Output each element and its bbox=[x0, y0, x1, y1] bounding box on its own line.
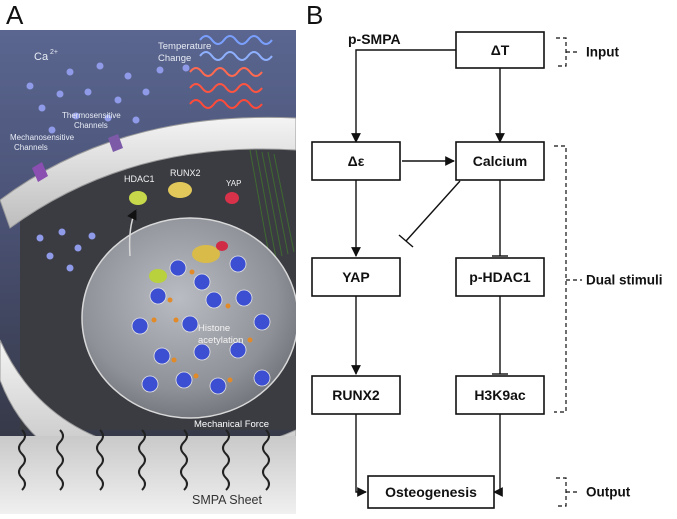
yap-nuclear-icon bbox=[216, 241, 228, 251]
chromatin bbox=[131, 255, 271, 395]
hdac1-protein-icon bbox=[129, 191, 147, 205]
node-phdac1-label: p-HDAC1 bbox=[469, 269, 531, 285]
node-runx2: RUNX2 bbox=[311, 375, 401, 415]
panel-b-letter: B bbox=[306, 0, 323, 30]
node-yap-label: YAP bbox=[342, 269, 370, 285]
acetyl-groups bbox=[151, 269, 253, 383]
ca-label: Ca bbox=[34, 51, 49, 63]
edge-h3k9ac-osteo bbox=[493, 414, 503, 497]
bracket-input-label: Input bbox=[586, 45, 619, 60]
temperature-label-line2: Change bbox=[158, 53, 191, 64]
node-dt: ΔT bbox=[455, 31, 545, 69]
bracket-input: Input bbox=[556, 37, 619, 67]
edge-runx2-osteo bbox=[355, 414, 367, 497]
mechano-label-line2: Channels bbox=[14, 143, 48, 152]
calcium-ions bbox=[26, 62, 190, 272]
runx2-nuclear-icon bbox=[192, 245, 220, 263]
smpa-sheet-label: SMPA Sheet bbox=[192, 493, 262, 507]
membrane-channel-right bbox=[108, 134, 123, 152]
nuclear-import-arrow bbox=[127, 209, 137, 257]
node-yap: YAP bbox=[311, 257, 401, 297]
bracket-output-label: Output bbox=[586, 485, 631, 500]
spring-icons bbox=[18, 429, 270, 491]
membrane-channel-left bbox=[32, 162, 48, 182]
thermo-label-line2: Channels bbox=[74, 121, 108, 130]
node-deps: Δε bbox=[311, 141, 401, 181]
bracket-output: Output bbox=[556, 477, 631, 507]
histone-label-line2: acetylation bbox=[198, 335, 243, 346]
cytoskeleton-fibres bbox=[249, 149, 295, 261]
node-calcium: Calcium bbox=[455, 141, 545, 181]
flowchart-edges bbox=[351, 49, 508, 497]
edge-calcium-yap-inhibit bbox=[405, 180, 461, 242]
temperature-label-line1: Temperature bbox=[158, 41, 211, 52]
smpa-sheet bbox=[0, 436, 296, 514]
thermo-label-line1: Thermosensitive bbox=[62, 111, 121, 120]
runx2-label: RUNX2 bbox=[170, 168, 201, 178]
edge-psmpa-deps bbox=[351, 49, 456, 143]
temperature-wave-icon bbox=[189, 35, 273, 109]
hdac1-nuclear-icon bbox=[149, 269, 167, 283]
node-phdac1: p-HDAC1 bbox=[455, 257, 545, 297]
ca-superscript: 2+ bbox=[50, 49, 58, 56]
node-calcium-label: Calcium bbox=[473, 153, 527, 169]
cell-illustration: Ca 2+ Temperature Change Thermosensitive… bbox=[0, 30, 296, 514]
node-deps-label: Δε bbox=[348, 153, 365, 169]
node-h3k9ac: H3K9ac bbox=[455, 375, 545, 415]
node-h3k9ac-label: H3K9ac bbox=[474, 387, 526, 403]
edge-calcium-yap-bar bbox=[398, 234, 414, 248]
runx2-protein-icon bbox=[168, 182, 192, 198]
yap-protein-icon bbox=[225, 192, 239, 204]
mechano-label-line1: Mechanosensitive bbox=[10, 133, 75, 142]
node-osteogenesis: Osteogenesis bbox=[367, 475, 495, 509]
hdac1-label: HDAC1 bbox=[124, 174, 155, 184]
node-runx2-label: RUNX2 bbox=[332, 387, 380, 403]
psmpa-label: p-SMPA bbox=[348, 31, 401, 47]
mechanical-force-label: Mechanical Force bbox=[194, 419, 269, 430]
node-osteogenesis-label: Osteogenesis bbox=[385, 484, 477, 500]
cell-membrane bbox=[0, 116, 296, 229]
bracket-dual-stimuli: Dual stimuli bbox=[554, 145, 663, 413]
node-dt-label: ΔT bbox=[491, 42, 510, 58]
yap-label: YAP bbox=[226, 179, 241, 188]
panel-a-letter: A bbox=[6, 0, 24, 30]
bracket-dual-label: Dual stimuli bbox=[586, 273, 663, 288]
histone-label-line1: Histone bbox=[198, 323, 230, 334]
